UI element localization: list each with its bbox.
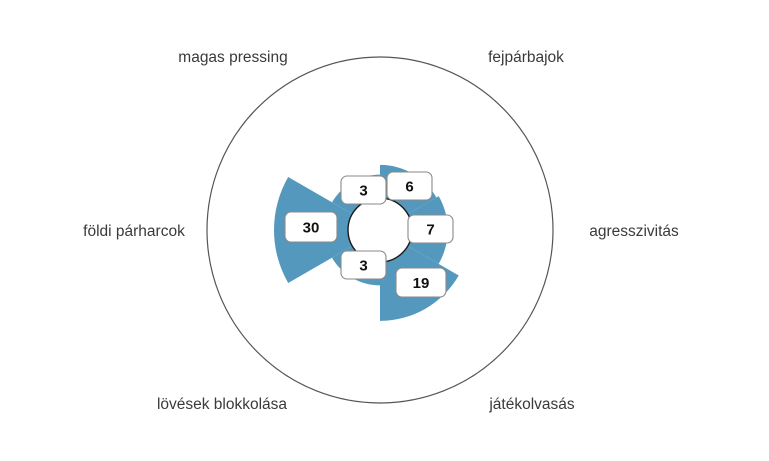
value-badge-label: 7	[426, 222, 434, 239]
value-badge-box	[284, 211, 338, 243]
axis-label-agresszivitas: agresszivitás	[589, 223, 679, 240]
value-badge-label: 6	[405, 179, 413, 196]
value-badge-box	[386, 171, 433, 201]
value-badge-magas-pressing: 3	[340, 175, 387, 205]
axis-label-lovesek-blokkolasa: lövések blokkolása	[157, 396, 287, 413]
value-badge-agresszivitas: 7	[407, 214, 454, 244]
axis-label-jatekolvasas: játékolvasás	[488, 396, 575, 413]
axis-label-fejparbajok: fejpárbajok	[488, 49, 564, 66]
value-badge-box	[407, 214, 454, 244]
value-badge-lovesek-blokkolasa: 3	[340, 250, 387, 280]
value-badge-label: 3	[359, 258, 367, 275]
value-badge-fejparbajok: 6	[386, 171, 433, 201]
outer-boundary-ring	[206, 56, 554, 404]
value-badge-label: 3	[359, 183, 367, 200]
value-badge-label: 30	[303, 220, 320, 237]
value-badge-jatekolvasas: 19	[395, 267, 447, 298]
value-badge-box	[340, 175, 387, 205]
axis-label-magas-pressing: magas pressing	[178, 49, 287, 66]
value-badge-box	[340, 250, 387, 280]
value-badge-foldi-parharcok: 30	[284, 211, 338, 243]
value-badge-box	[395, 267, 447, 298]
value-badge-label: 19	[413, 275, 430, 292]
axis-label-foldi-parharcok: földi párharcok	[83, 223, 185, 240]
